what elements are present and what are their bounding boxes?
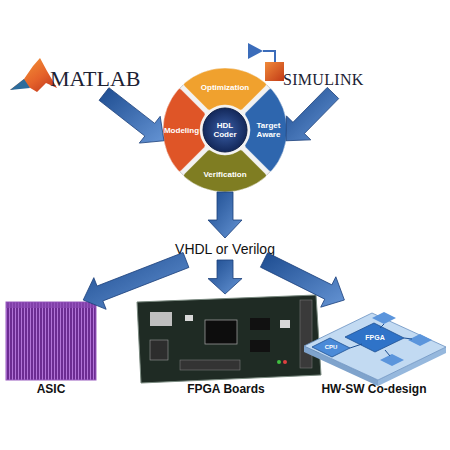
component bbox=[280, 320, 290, 328]
port-connector bbox=[150, 312, 172, 326]
matlab-membrane-shade bbox=[10, 79, 30, 90]
asic-die-edge bbox=[6, 302, 96, 308]
flow-arrow bbox=[99, 88, 164, 143]
chip-label: FPGA bbox=[365, 334, 384, 341]
header-connector bbox=[300, 300, 312, 368]
asic-die-surface bbox=[6, 302, 96, 380]
cpu-block bbox=[312, 338, 350, 357]
node-text: ASIC bbox=[37, 382, 66, 396]
fpga-block bbox=[345, 323, 404, 352]
node-text: VHDL or Verilog bbox=[175, 241, 275, 257]
pcb bbox=[137, 295, 321, 383]
simulink-block bbox=[265, 62, 284, 81]
flow-arrow bbox=[260, 253, 344, 307]
target-item: FPGA Boards bbox=[133, 294, 319, 400]
module-block bbox=[408, 334, 432, 346]
node-text: SIMULINK bbox=[283, 71, 364, 89]
co-design-illustration bbox=[304, 312, 446, 386]
segment-wedge bbox=[184, 150, 266, 192]
segment-wedge bbox=[184, 68, 266, 110]
wheel-hub bbox=[203, 108, 247, 152]
node-text: HW-SW Co-design bbox=[321, 382, 426, 396]
simulink-wire bbox=[263, 51, 275, 62]
module-block bbox=[372, 312, 396, 324]
asic-die bbox=[6, 302, 96, 380]
node-text: Verification bbox=[185, 169, 265, 178]
memory-chip bbox=[250, 340, 270, 352]
platform bbox=[304, 313, 446, 380]
flow-arrow bbox=[286, 87, 339, 140]
module-block bbox=[380, 354, 404, 366]
bus-wire bbox=[350, 344, 362, 348]
expansion-slot bbox=[180, 360, 240, 370]
node-text: MATLAB bbox=[50, 66, 140, 92]
segment-shape bbox=[181, 145, 269, 192]
simulink-triangle bbox=[248, 43, 263, 59]
product-name: SIMULINK bbox=[283, 67, 383, 93]
tool-wheel: HDL CoderOptimizationModelingTarget Awar… bbox=[163, 68, 287, 192]
matlab-logo bbox=[10, 58, 57, 92]
flow-arrow bbox=[208, 260, 242, 294]
output-format: VHDL or Verilog bbox=[160, 238, 290, 260]
node-text: Modeling bbox=[159, 126, 205, 135]
fpga-chip bbox=[205, 320, 237, 344]
product-name: MATLAB bbox=[50, 64, 150, 94]
node-text: Target Aware bbox=[249, 121, 289, 139]
fpga-board bbox=[137, 295, 321, 383]
led bbox=[283, 360, 287, 364]
port-connector bbox=[150, 340, 168, 360]
bus-wire bbox=[404, 338, 412, 339]
flow-arrow bbox=[208, 192, 242, 238]
bus-wire bbox=[380, 324, 384, 328]
target-item: ASIC bbox=[5, 300, 97, 400]
component bbox=[185, 315, 193, 321]
led bbox=[277, 360, 281, 364]
matlab-membrane bbox=[10, 58, 57, 92]
chip-label: CPU bbox=[325, 344, 338, 350]
bus-wire bbox=[385, 350, 390, 356]
flow-arrow bbox=[83, 253, 189, 310]
wheel-segment: Verification bbox=[181, 145, 269, 192]
target-item: HW-SW Co-design bbox=[300, 300, 448, 400]
node-text: HDL Coder bbox=[206, 121, 244, 139]
node-text: Optimization bbox=[185, 82, 265, 91]
memory-chip bbox=[250, 318, 270, 330]
node-text: FPGA Boards bbox=[187, 382, 265, 396]
